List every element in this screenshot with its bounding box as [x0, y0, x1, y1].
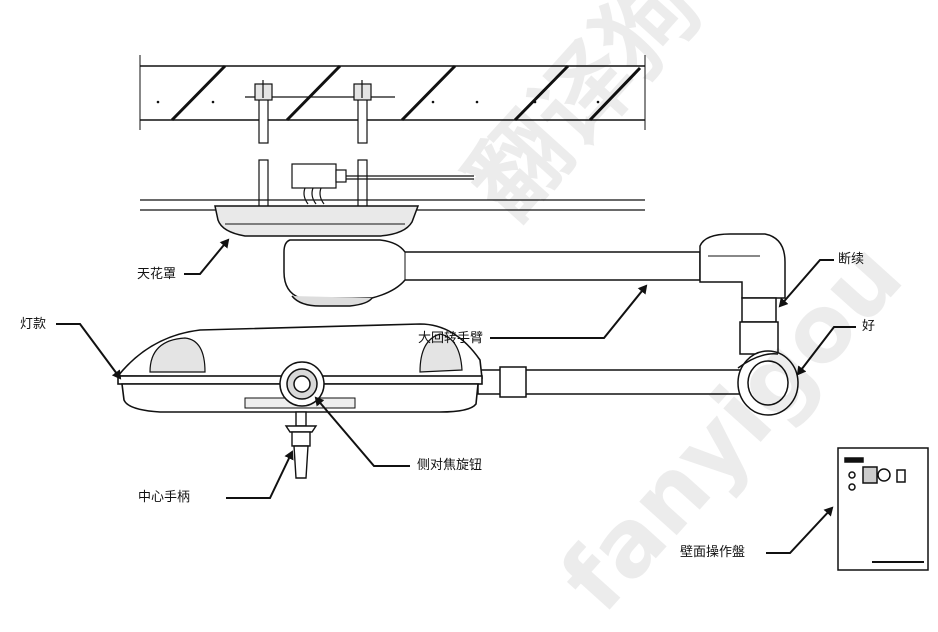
- small-arm: [477, 350, 799, 416]
- label-side-focus-knob: 侧对焦旋钮: [417, 458, 483, 473]
- wall-panel: [837, 447, 929, 571]
- ceiling-light-diagram: [56, 55, 929, 571]
- label-center-handle: 中心手柄: [138, 490, 191, 505]
- junction-box: [291, 163, 474, 205]
- arm-elbow: [699, 233, 786, 355]
- label-ceiling-cover: 天花罩: [137, 267, 177, 282]
- ceiling-cover: [214, 205, 420, 237]
- large-arm: [283, 239, 701, 307]
- label-wall-panel: 壁面操作盤: [680, 545, 746, 560]
- mount-rods: [245, 80, 395, 219]
- label-large-rotating-arm: 大回转手臂: [418, 331, 484, 346]
- ceiling-slab: [139, 55, 646, 130]
- ceiling-dots: [156, 100, 600, 104]
- label-lamp-body: 灯款: [20, 317, 47, 332]
- focus-knob: [279, 361, 325, 407]
- leader-lines: [56, 238, 856, 554]
- diagram-stage: 翻译狗 fanyigou 天花罩 灯款 大回转手臂 断续 好 侧对焦旋钮 中心手…: [20, 0, 929, 632]
- label-joint-bottom: 好: [862, 319, 876, 334]
- center-handle: [284, 411, 318, 479]
- label-joint-top: 断续: [838, 252, 865, 267]
